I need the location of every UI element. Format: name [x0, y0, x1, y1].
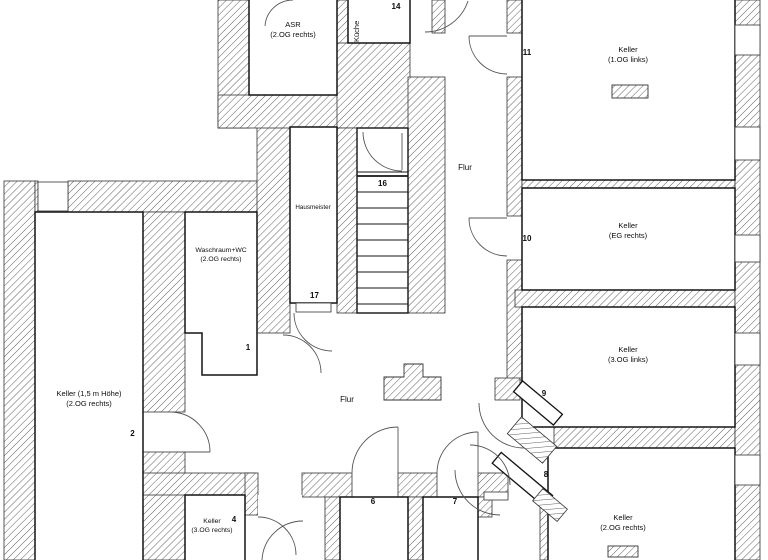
- door-threshold: [483, 491, 509, 501]
- room-label-keller-3og-rechts: Keller (3.OG rechts): [191, 518, 233, 534]
- room-label-keller-2og-rechts: Keller (2.OG rechts): [600, 513, 646, 532]
- door-number-11: 11: [522, 48, 532, 57]
- corridor-label-lower: Flur: [340, 395, 354, 404]
- door-number-8: 8: [543, 470, 549, 479]
- diagonal-doors: [491, 380, 568, 522]
- room-pillar: [611, 84, 649, 99]
- window: [734, 234, 761, 263]
- door-arc-vestibule: [261, 520, 304, 560]
- door-number-7: 7: [452, 497, 458, 506]
- corridor-label-upper: Flur: [458, 163, 472, 172]
- door-number-16: 16: [378, 179, 387, 188]
- window: [37, 181, 69, 212]
- window: [734, 454, 761, 486]
- room-label-keller-eg-rechts: Keller (EG rechts): [608, 221, 648, 240]
- pillars: [295, 84, 649, 558]
- room-label-hausmeister: Hausmeister: [295, 204, 331, 211]
- room-pillar: [607, 545, 639, 558]
- door-number-6: 6: [370, 497, 376, 506]
- door-number-2: 2: [130, 429, 135, 438]
- room-label-waschraum-wc: Waschraum+WC (2.OG rechts): [195, 247, 247, 263]
- door-number-14: 14: [391, 2, 401, 11]
- door-arc-7: [436, 431, 479, 474]
- door-number-9: 9: [541, 389, 547, 398]
- room-label-keller-3og-links: Keller (3.OG links): [607, 345, 648, 364]
- windows: [37, 24, 761, 486]
- door-arc-2: [171, 411, 211, 453]
- room-label-keller-1og-links: Keller (1.OG links): [607, 45, 648, 64]
- window: [734, 126, 761, 161]
- door-arc-17: [293, 312, 333, 352]
- room-label-kueche: Küche: [352, 20, 361, 42]
- door-arc-4: [257, 516, 297, 556]
- door-arcs: [171, 0, 525, 560]
- door-arc-8: [454, 469, 501, 516]
- door-arc-11: [468, 35, 508, 75]
- room-label-asr: ASR (2.OG rechts): [270, 20, 316, 39]
- door-9-panel: [512, 380, 564, 426]
- room-label-keller-15m: Keller (1,5 m Höhe) (2.OG rechts): [56, 389, 122, 408]
- window: [734, 332, 761, 366]
- door-arc-kueche: [424, 0, 469, 33]
- door-number-1: 1: [245, 343, 251, 352]
- door-number-4: 4: [231, 515, 237, 524]
- corridor-pillar: [383, 363, 442, 401]
- door-arc-10: [468, 217, 508, 257]
- door-arc-16: [362, 131, 403, 172]
- door-arc-6: [351, 426, 399, 474]
- stairs: [356, 127, 409, 314]
- door-arc-9: [478, 402, 525, 449]
- door-number-10: 10: [522, 234, 532, 243]
- door-arc-8b: [469, 444, 511, 486]
- room-outlines: [34, 0, 736, 560]
- door-arc-asr: [264, 0, 293, 27]
- door-threshold: [295, 302, 332, 313]
- door-arc-1: [282, 334, 322, 374]
- door-number-17: 17: [310, 291, 319, 300]
- window: [734, 24, 761, 56]
